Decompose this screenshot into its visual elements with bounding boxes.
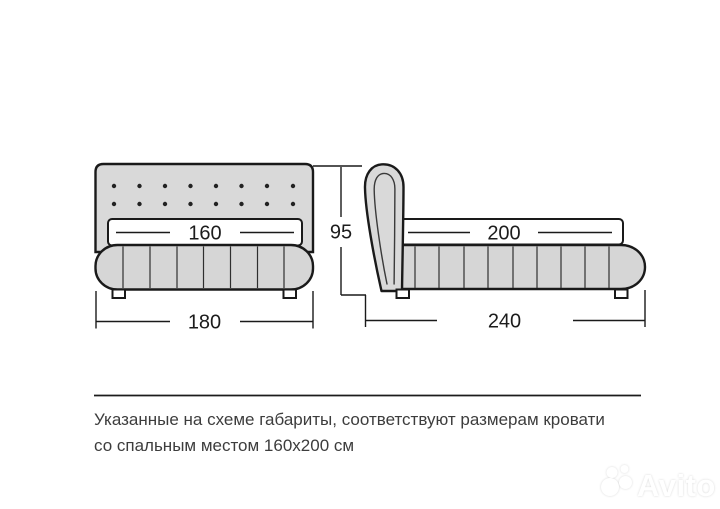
base-front-seams xyxy=(122,246,285,288)
tufting-button xyxy=(290,183,296,189)
tufting-button xyxy=(111,201,117,207)
bed-leg xyxy=(111,288,126,299)
tufting-button xyxy=(162,183,168,189)
bed-leg xyxy=(614,288,629,299)
tufting-button xyxy=(188,201,193,207)
caption-line-2: со спальным местом 160х200 см xyxy=(94,436,354,455)
base-side xyxy=(396,243,647,291)
dim-label-overall-length: 240 xyxy=(488,311,521,333)
dim-label-mattress-width: 160 xyxy=(188,223,221,245)
bed-leg xyxy=(282,288,297,299)
dim-label-overall-width: 180 xyxy=(188,312,221,334)
tufting-button xyxy=(137,201,142,207)
bed-side-view: 200 xyxy=(363,163,647,299)
dim-label-height: 95 xyxy=(330,222,352,244)
tufting-button xyxy=(264,201,270,207)
dim-label-mattress-length: 200 xyxy=(487,223,520,245)
avito-logo-icon xyxy=(601,465,632,496)
base-side-seams xyxy=(414,246,610,288)
tufting-button xyxy=(239,183,244,189)
headboard-side-inner-outline xyxy=(373,172,396,285)
bed-leg xyxy=(395,288,410,299)
tufting-button xyxy=(239,201,244,207)
tufting-button xyxy=(111,183,117,189)
tufting-button xyxy=(213,183,219,189)
caption-line-1: Указанные на схеме габариты, соответству… xyxy=(94,410,605,429)
base-front xyxy=(94,243,315,291)
tufting-button xyxy=(137,183,142,189)
tufting-button xyxy=(290,201,296,207)
tufting-button xyxy=(188,183,193,189)
avito-watermark: Avito xyxy=(601,465,716,503)
avito-watermark-text: Avito xyxy=(637,468,716,503)
tufting-button xyxy=(162,201,168,207)
dimension-annotations xyxy=(95,165,646,329)
tufting-button xyxy=(264,183,270,189)
tufting-button xyxy=(213,201,219,207)
tufting-buttons xyxy=(111,183,296,207)
bed-front-view: 160 xyxy=(94,162,315,299)
